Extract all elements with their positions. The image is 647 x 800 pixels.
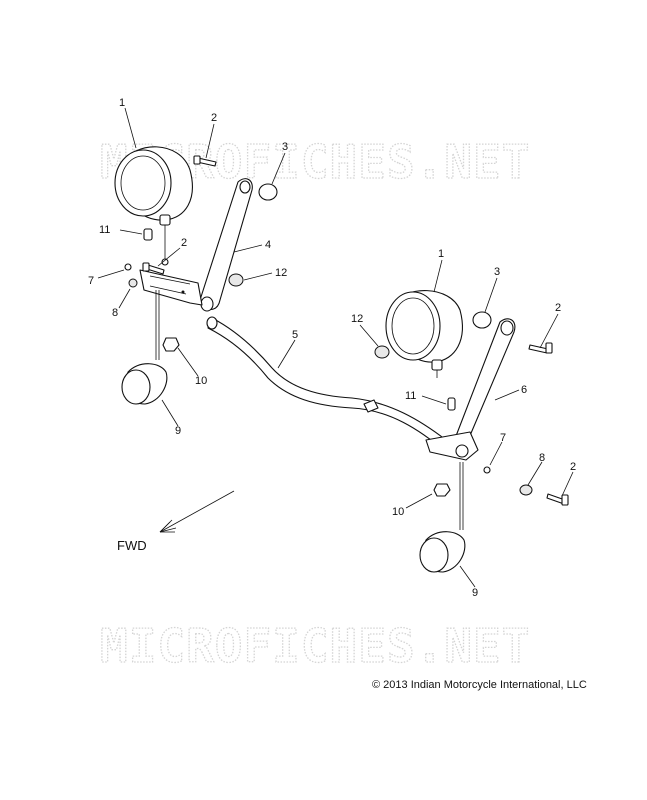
left-marker-part-9	[121, 290, 168, 405]
callout-1-right-headlamp: 1	[438, 248, 444, 260]
right-headlamp-part-1	[385, 290, 463, 378]
callout-2-bolt-right-bottom: 2	[570, 461, 576, 473]
callout-2-bolt-left: 2	[181, 237, 187, 249]
right-marker-part-9	[419, 462, 466, 573]
callout-7-left: 7	[88, 275, 94, 287]
left-fasteners	[124, 155, 278, 352]
callout-7-right: 7	[500, 432, 506, 444]
watermark-bottom: MICROFICHES.NET	[100, 619, 530, 673]
left-bracket-part-4	[139, 178, 253, 312]
callout-8-right: 8	[539, 452, 545, 464]
left-headlamp-part-1	[114, 146, 193, 266]
callout-9-right-marker: 9	[472, 587, 478, 599]
leader-lines	[97, 107, 574, 588]
callout-10-right: 10	[392, 506, 404, 518]
callout-12-right: 12	[351, 313, 363, 325]
callout-3-bushing-left: 3	[282, 141, 288, 153]
callout-1-left-headlamp: 1	[119, 97, 125, 109]
copyright-text: © 2013 Indian Motorcycle International, …	[372, 679, 587, 691]
fwd-label: FWD	[117, 538, 147, 553]
callout-6-right-bracket: 6	[521, 384, 527, 396]
callouts: 1 2 3 4 2 11 7 12 8 5 12 10 1 3 2 9 11 6…	[88, 97, 576, 599]
callout-2-bolt-right-top: 2	[555, 302, 561, 314]
callout-5-crossbar: 5	[292, 329, 298, 341]
right-bracket-part-6	[425, 318, 516, 461]
callout-4-left-bracket: 4	[265, 239, 271, 251]
right-fasteners	[374, 311, 569, 506]
callout-12-left: 12	[275, 267, 287, 279]
callout-9-left-marker: 9	[175, 425, 181, 437]
callout-8-left: 8	[112, 307, 118, 319]
callout-11-left: 11	[99, 224, 110, 236]
callout-11-right: 11	[405, 390, 416, 402]
callout-10-left: 10	[195, 375, 207, 387]
forward-arrow	[159, 490, 235, 533]
callout-3-bushing-right: 3	[494, 266, 500, 278]
callout-2-bolt-top: 2	[211, 112, 217, 124]
